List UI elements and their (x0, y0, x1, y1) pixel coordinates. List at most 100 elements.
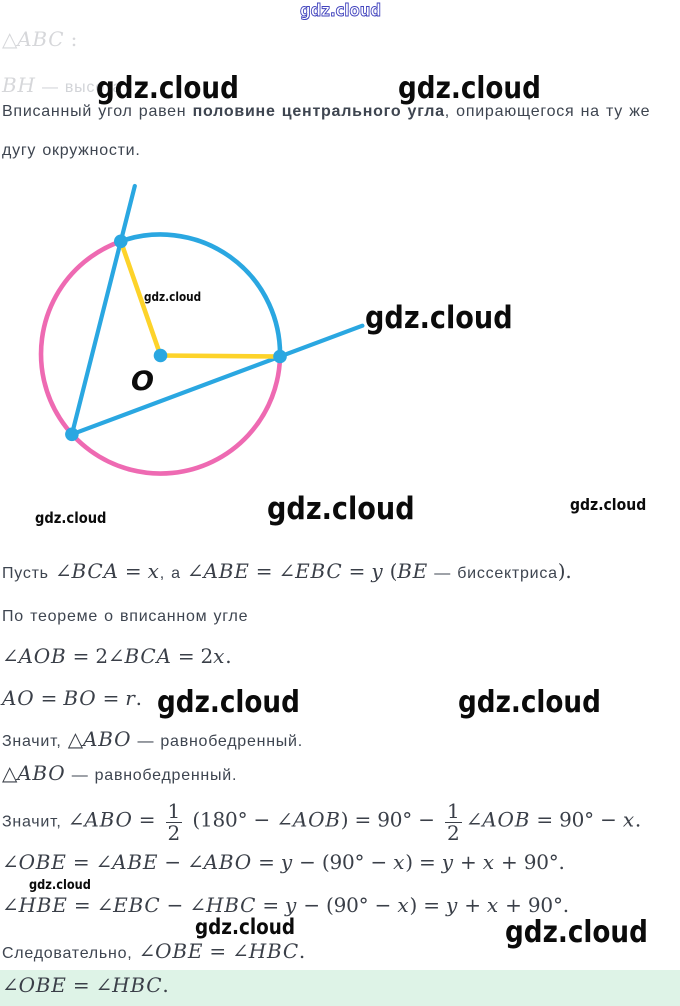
text-segment: , а (159, 565, 187, 582)
watermark: gdz.cloud (398, 71, 541, 106)
text-segment: Значит, (2, 813, 68, 831)
text-segment: BO (63, 686, 97, 710)
text-segment: . (162, 973, 169, 997)
fraction-numerator: 1 (446, 799, 460, 823)
text-segment: HBC (112, 973, 163, 997)
text-segment: . (225, 644, 232, 668)
center-o-label: O (131, 366, 154, 397)
text-segment: = 2∠ (66, 644, 125, 668)
text-segment: BE (397, 559, 429, 583)
solution-line-isosceles-2: △ABO — равнобедренный. (2, 761, 238, 786)
text-segment: + (453, 850, 483, 874)
watermark: gdz.cloud (29, 878, 91, 893)
text-segment: OBE (18, 973, 67, 997)
solution-line-theorem-ref: По теореме о вписанном угле (2, 608, 248, 627)
text-segment: ABO (84, 807, 133, 832)
watermark: gdz.cloud (96, 71, 239, 106)
text-segment: , опирающегося на ту же (444, 103, 651, 120)
point-b-dot (114, 234, 128, 249)
text-segment: ∠ (54, 559, 72, 583)
text-segment: − (90° − (297, 893, 398, 917)
circle-arc-pink (38, 239, 283, 476)
text-segment: Пусть (2, 565, 55, 582)
text-segment: HBE (18, 893, 68, 917)
text-segment: . (298, 939, 306, 963)
text-segment: ABC (17, 27, 65, 51)
text-segment: r (125, 686, 136, 710)
text-segment: − (90° − (292, 850, 394, 874)
fraction-bar (165, 821, 183, 823)
watermark: gdz.cloud (458, 685, 601, 720)
text-segment: = (118, 559, 148, 583)
answer-formula: ∠OBE = ∠HBC. (2, 973, 169, 998)
fraction-bar (444, 821, 462, 823)
text-segment: = ∠ (249, 559, 296, 583)
text-segment: x (213, 644, 226, 668)
text-segment: y (280, 850, 293, 874)
text-segment: Вписанный угол равен (2, 103, 193, 120)
text-segment: = (34, 686, 64, 710)
text-segment: — высота (35, 79, 123, 96)
solution-line-hbe: ∠HBE = ∠EBC − ∠HBC = y − (90° − x) = y +… (2, 893, 569, 918)
text-segment: ∠ (465, 807, 483, 832)
text-segment: OBE (155, 939, 204, 963)
text-segment: + (458, 893, 487, 917)
text-segment: ABE (112, 850, 159, 874)
watermark: gdz.cloud (365, 300, 513, 336)
text-segment: ). (557, 559, 572, 583)
text-segment: BCA (124, 644, 172, 668)
text-segment: = (256, 893, 286, 917)
text-segment: − ∠ (160, 893, 206, 917)
solution-line-isosceles-1: Значит, △ABO — равнобедренный. (2, 727, 303, 752)
text-segment: AO (2, 686, 35, 710)
text-segment: y (441, 850, 454, 874)
text-segment: ∠ (186, 559, 204, 583)
text-segment: HBC (248, 939, 299, 963)
text-segment: + 90°. (499, 893, 569, 917)
text-segment: — равнобедренный. (65, 767, 238, 784)
text-segment: EBC (295, 559, 343, 583)
text-segment: AOB (292, 807, 341, 832)
text-segment: x (482, 850, 495, 874)
text-segment: — биссектриса (428, 565, 558, 582)
text-segment: ∠ (67, 807, 85, 832)
text-segment: = (132, 807, 162, 832)
text-segment: AOB (18, 644, 67, 668)
text-segment: — равнобедренный. (131, 733, 303, 750)
point-a-dot (273, 349, 287, 364)
text-segment: ABO (17, 761, 66, 785)
text-segment: = ∠ (67, 893, 114, 917)
text-segment: BCA (71, 559, 119, 583)
text-segment: = ∠ (203, 939, 249, 963)
text-segment: △ (2, 27, 18, 51)
text-segment: y (371, 559, 384, 583)
text-segment: ABO (203, 850, 252, 874)
text-segment: OBE (18, 850, 67, 874)
text-segment: = (251, 850, 281, 874)
answer-highlight-box (0, 970, 680, 1006)
text-segment: − ∠ (158, 850, 204, 874)
text-segment: . (634, 807, 642, 832)
solution-line-radii: AO = BO = r. (2, 686, 142, 711)
circle-arc-blue (118, 232, 283, 359)
text-segment: ) = 90° − (340, 807, 441, 832)
watermark: gdz.cloud (144, 290, 202, 304)
text-segment: ∠ (138, 939, 156, 963)
text-segment: дугу окружности. (2, 142, 141, 159)
text-segment: ∠ (2, 644, 19, 668)
secant-line-ca-extended (69, 323, 365, 437)
text-segment: EBC (113, 893, 161, 917)
watermark: gdz.cloud (505, 915, 648, 950)
text-segment: △ (2, 761, 18, 785)
center-o-dot (153, 348, 168, 363)
point-c-dot (65, 427, 79, 442)
text-segment: = ∠ (66, 973, 113, 997)
text-segment: y (445, 893, 459, 917)
text-segment: Значит, (2, 733, 68, 750)
ghost-line-bh-height: BH — высота (2, 73, 123, 98)
